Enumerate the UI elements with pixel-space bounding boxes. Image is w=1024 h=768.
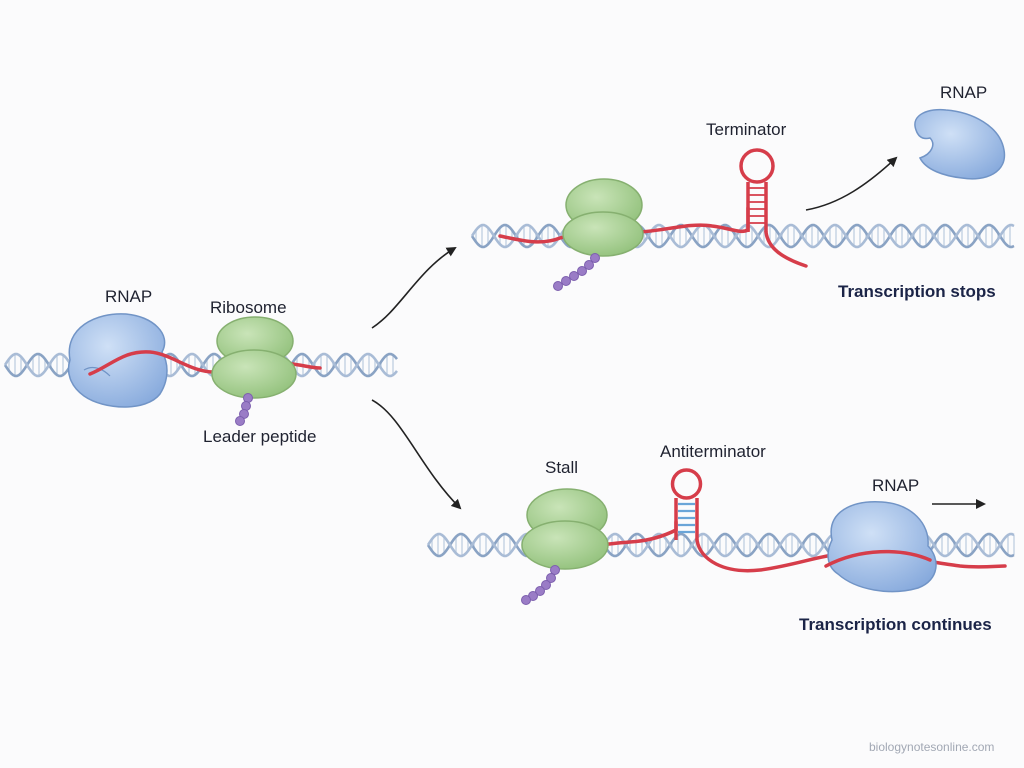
arrow-to-antitermination [371, 399, 462, 510]
ribosome-left [211, 316, 297, 399]
arrow-rnap-release [805, 156, 898, 211]
stall-label: Stall [545, 458, 579, 477]
transcription-continues-label: Transcription continues [799, 615, 992, 634]
rnap-released-label: RNAP [940, 83, 988, 102]
rnap-continuing-label: RNAP [872, 476, 920, 495]
rnap-left-label: RNAP [105, 287, 153, 306]
dna-helix-left [3, 352, 398, 378]
arrow-to-termination [371, 246, 457, 329]
mrna-through-rnap [824, 549, 932, 568]
terminator-label: Terminator [706, 120, 787, 139]
transcription-stops-label: Transcription stops [838, 282, 996, 301]
leader-peptide-chain-bottom [521, 565, 560, 605]
leader-peptide-label: Leader peptide [203, 427, 317, 446]
antiterminator-hairpin [670, 468, 703, 540]
antiterminator-label: Antiterminator [660, 442, 766, 461]
dna-helix-top [470, 223, 1015, 249]
rnap-continuing [827, 501, 937, 593]
rnap-released [914, 108, 1006, 180]
leader-peptide-chain-left [235, 393, 253, 426]
terminator-hairpin [739, 148, 808, 268]
leader-peptide-chain-top [553, 253, 600, 291]
ribosome-label: Ribosome [210, 298, 287, 317]
ribosome-bottom [521, 488, 609, 570]
ribosome-top [562, 178, 644, 257]
watermark: biologynotesonline.com [869, 740, 995, 754]
